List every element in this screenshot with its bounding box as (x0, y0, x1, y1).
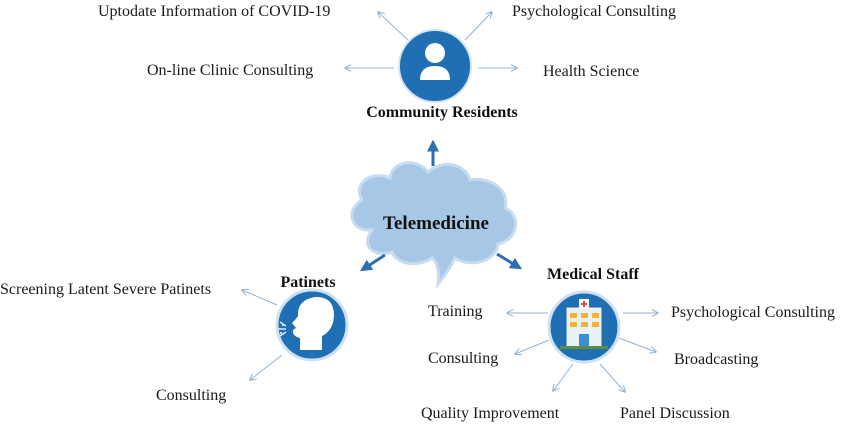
patients-item: Consulting (156, 387, 226, 404)
telemedicine-cloud: Telemedicine (350, 161, 518, 289)
staff-item: Panel Discussion (620, 405, 730, 422)
residents-item: On-line Clinic Consulting (147, 62, 313, 79)
patients-item: Screening Latent Severe Patinets (0, 281, 211, 298)
arrow-to-patients (359, 253, 386, 272)
arrow-residents-1 (464, 12, 492, 41)
coughing-head-icon (275, 288, 349, 362)
residents-title: Community Residents (366, 104, 518, 121)
center-label: Telemedicine (383, 213, 489, 234)
arrow-patients-1 (250, 354, 283, 380)
arrow-staff-2 (515, 339, 550, 354)
staff-item: Quality Improvement (421, 405, 560, 422)
residents-item: Health Science (543, 63, 639, 80)
residents-item: Psychological Consulting (512, 3, 676, 20)
arrow-staff-5 (599, 363, 625, 392)
arrow-staff-3 (618, 337, 656, 352)
staff-title: Medical Staff (547, 266, 640, 283)
arrow-staff-4 (553, 363, 574, 391)
staff-item: Psychological Consulting (671, 304, 835, 321)
hospital-building-icon (547, 290, 621, 364)
residents-item: Uptodate Information of COVID-19 (98, 3, 330, 20)
arrow-residents-0 (378, 12, 409, 41)
staff-item: Training (428, 303, 483, 320)
staff-item: Broadcasting (674, 351, 758, 368)
arrow-to-staff (496, 252, 523, 270)
staff-item: Consulting (428, 350, 498, 367)
arrow-patients-0 (242, 290, 278, 306)
person-icon (398, 29, 472, 103)
patients-title: Patinets (280, 274, 335, 291)
